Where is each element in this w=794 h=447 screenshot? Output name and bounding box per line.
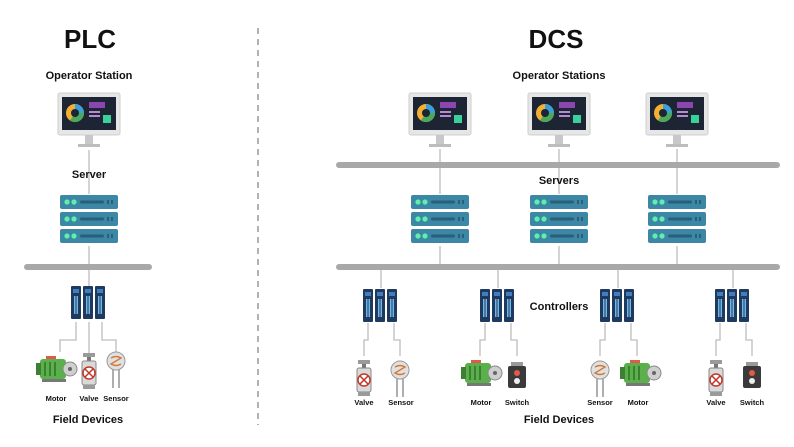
dcs-title: DCS	[528, 24, 584, 54]
sensor-icon	[590, 360, 610, 398]
sensor-icon	[390, 360, 410, 398]
plc-device-label-valve: Valve	[79, 394, 99, 403]
controller-icon	[600, 289, 634, 322]
controller-icon	[480, 289, 514, 322]
dcs-controllers-label: Controllers	[529, 301, 589, 313]
plc-field-label: Field Devices	[52, 414, 124, 426]
motor-icon	[619, 359, 662, 387]
monitor-icon	[527, 92, 591, 148]
server-rack-icon	[530, 195, 588, 243]
dcs-device-label: Switch	[739, 398, 765, 407]
server-rack-icon	[648, 195, 706, 243]
monitor-icon	[57, 92, 121, 148]
switch-icon	[508, 362, 526, 388]
dcs-device-label: Valve	[706, 398, 726, 407]
valve-icon	[81, 352, 97, 390]
dcs-device-label: Valve	[354, 398, 374, 407]
controller-icon	[715, 289, 749, 322]
dcs-field-label: Field Devices	[523, 414, 595, 426]
dcs-device-label: Motor	[470, 398, 492, 407]
dcs-device-label: Sensor	[587, 398, 613, 407]
plc-title: PLC	[64, 24, 116, 54]
monitor-icon	[408, 92, 472, 148]
dcs-top-bus	[336, 162, 780, 168]
plc-device-label-sensor: Sensor	[103, 394, 129, 403]
motor-icon	[460, 359, 503, 387]
monitor-icon	[645, 92, 709, 148]
server-rack-icon	[60, 195, 118, 243]
dcs-device-label: Motor	[627, 398, 649, 407]
motor-icon	[35, 355, 78, 383]
valve-icon	[708, 359, 724, 397]
dcs-operator-label: Operator Stations	[512, 70, 606, 82]
dcs-servers-label: Servers	[538, 175, 580, 187]
dcs-network	[363, 149, 753, 356]
dcs-device-label: Sensor	[388, 398, 414, 407]
dcs-bottom-bus	[336, 264, 780, 270]
switch-icon	[743, 362, 761, 388]
dcs-device-label: Switch	[504, 398, 530, 407]
server-rack-icon	[411, 195, 469, 243]
plc-server-label: Server	[71, 169, 107, 181]
plc-device-label-motor: Motor	[45, 394, 67, 403]
controller-icon	[363, 289, 397, 322]
valve-icon	[356, 359, 372, 397]
plc-operator-label: Operator Station	[45, 70, 133, 82]
controller-icon	[71, 286, 105, 319]
sensor-icon	[106, 351, 126, 389]
plc-network-bus	[24, 264, 152, 270]
